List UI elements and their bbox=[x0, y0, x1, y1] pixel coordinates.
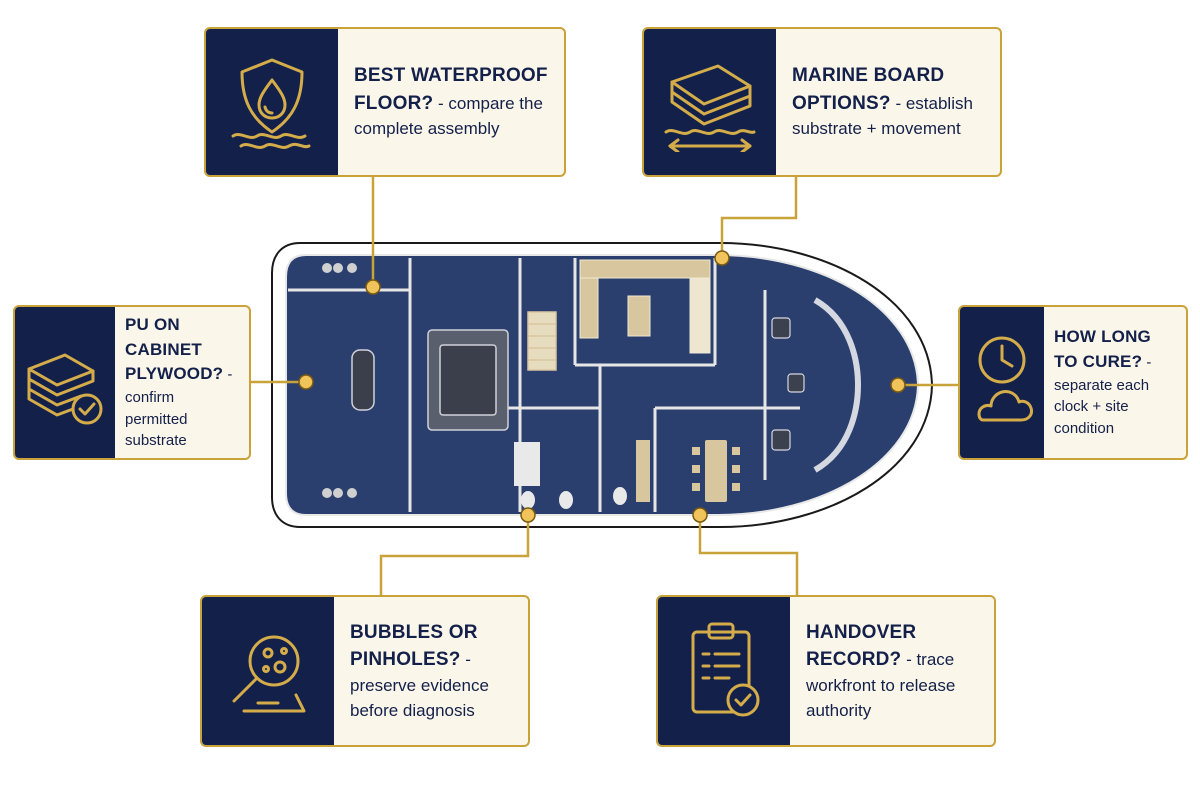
connector-marine bbox=[720, 177, 798, 258]
callout-pu-plywood: PU ON CABINET PLYWOOD? - confirm permitt… bbox=[13, 305, 251, 460]
marker-cure bbox=[890, 377, 906, 393]
connector-handover bbox=[698, 515, 799, 595]
marker-bubbles bbox=[520, 507, 536, 523]
callout-bubbles-pinholes: BUBBLES OR PINHOLES? - preserve evidence… bbox=[200, 595, 530, 747]
clipboard-check-icon bbox=[658, 597, 790, 745]
deck-floor bbox=[285, 254, 920, 516]
stairs bbox=[527, 311, 557, 371]
bathroom bbox=[514, 442, 627, 509]
plywood-check-icon bbox=[15, 307, 115, 458]
callout-handover-body: - trace workfront to release authority bbox=[806, 650, 956, 720]
callout-handover-record: HANDOVER RECORD? - trace workfront to re… bbox=[656, 595, 996, 747]
interior-walls bbox=[288, 258, 800, 512]
magnifier-bubbles-icon bbox=[202, 597, 334, 745]
callout-bubbles-text: BUBBLES OR PINHOLES? - preserve evidence… bbox=[334, 597, 528, 745]
shield-water-icon bbox=[206, 29, 338, 175]
galley bbox=[579, 259, 711, 354]
callout-pu-text: PU ON CABINET PLYWOOD? - confirm permitt… bbox=[115, 307, 249, 458]
callout-pu-head: PU ON CABINET PLYWOOD? bbox=[125, 314, 224, 384]
clock-cloud-icon bbox=[960, 307, 1044, 458]
callout-handover-head: HANDOVER RECORD? bbox=[806, 621, 917, 671]
callout-bubbles-body: - preserve evidence before diagnosis bbox=[350, 650, 489, 720]
engine-room bbox=[351, 329, 509, 431]
dining-area bbox=[636, 440, 740, 502]
callout-marine-body: - establish substrate + movement bbox=[792, 93, 973, 139]
callout-pu-body: - confirm permitted substrate bbox=[125, 366, 233, 450]
callout-handover-text: HANDOVER RECORD? - trace workfront to re… bbox=[790, 597, 994, 745]
callout-cure-text: HOW LONG TO CURE? - separate each clock … bbox=[1044, 307, 1186, 458]
callout-bubbles-head: BUBBLES OR PINHOLES? bbox=[350, 621, 478, 671]
marker-marine bbox=[714, 250, 730, 266]
callout-waterproof-body: - compare the complete assembly bbox=[354, 93, 543, 139]
callout-waterproof-head: BEST WATERPROOF FLOOR? bbox=[354, 65, 548, 114]
marker-handover bbox=[692, 507, 708, 523]
marker-waterproof bbox=[365, 279, 381, 295]
callout-waterproof-text: BEST WATERPROOF FLOOR? - compare the com… bbox=[338, 29, 564, 175]
bollards bbox=[322, 263, 357, 498]
callout-cure-head: HOW LONG TO CURE? bbox=[1054, 327, 1151, 371]
callout-marine-board: MARINE BOARD OPTIONS? - establish substr… bbox=[642, 27, 1002, 177]
callout-marine-head: MARINE BOARD OPTIONS? bbox=[792, 65, 945, 114]
callout-waterproof-floor: BEST WATERPROOF FLOOR? - compare the com… bbox=[204, 27, 566, 177]
callout-cure-body: - separate each clock + site condition bbox=[1054, 353, 1152, 438]
marker-pu bbox=[298, 374, 314, 390]
layered-board-icon bbox=[644, 29, 776, 175]
connector-bubbles bbox=[379, 515, 530, 595]
callout-marine-text: MARINE BOARD OPTIONS? - establish substr… bbox=[776, 29, 1000, 175]
helm-station bbox=[771, 297, 862, 473]
callout-cure-time: HOW LONG TO CURE? - separate each clock … bbox=[958, 305, 1188, 460]
